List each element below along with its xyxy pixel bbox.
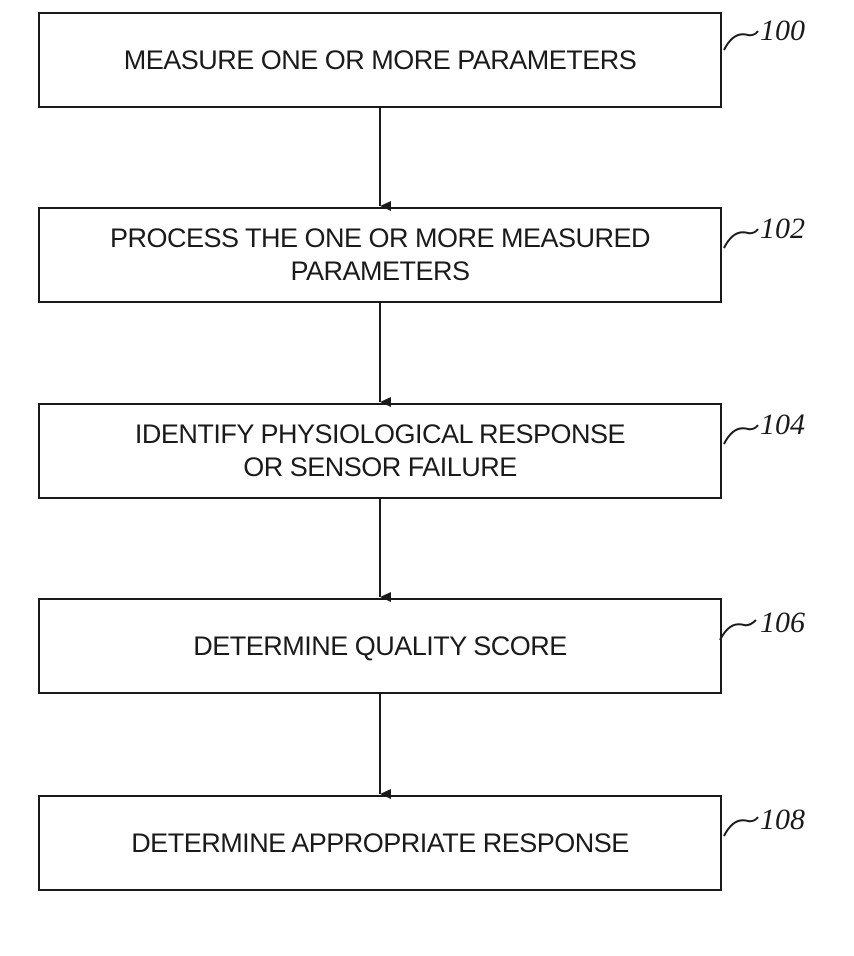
step-text-measure: MEASURE ONE OR MORE PARAMETERS [124,44,637,77]
step-box-appropriate-response: DETERMINE APPROPRIATE RESPONSE [38,795,722,891]
leader-line-108 [724,817,758,836]
step-box-identify: IDENTIFY PHYSIOLOGICAL RESPONSE OR SENSO… [38,403,722,499]
step-text-quality-score: DETERMINE QUALITY SCORE [193,630,567,663]
ref-label-100: 100 [760,14,805,48]
step-text-process: PROCESS THE ONE OR MORE MEASURED PARAMET… [110,222,650,288]
ref-label-108: 108 [760,803,805,837]
step-text-appropriate-response: DETERMINE APPROPRIATE RESPONSE [131,827,629,860]
step-box-quality-score: DETERMINE QUALITY SCORE [38,598,722,694]
step-box-process: PROCESS THE ONE OR MORE MEASURED PARAMET… [38,207,722,303]
ref-label-106: 106 [760,606,805,640]
step-box-measure: MEASURE ONE OR MORE PARAMETERS [38,12,722,108]
ref-label-104: 104 [760,408,805,442]
ref-label-102: 102 [760,212,805,246]
leader-line-100 [724,31,758,50]
leader-line-102 [724,229,758,248]
step-text-identify: IDENTIFY PHYSIOLOGICAL RESPONSE OR SENSO… [135,418,625,484]
leader-line-104 [724,425,758,444]
leader-line-106 [720,620,756,640]
